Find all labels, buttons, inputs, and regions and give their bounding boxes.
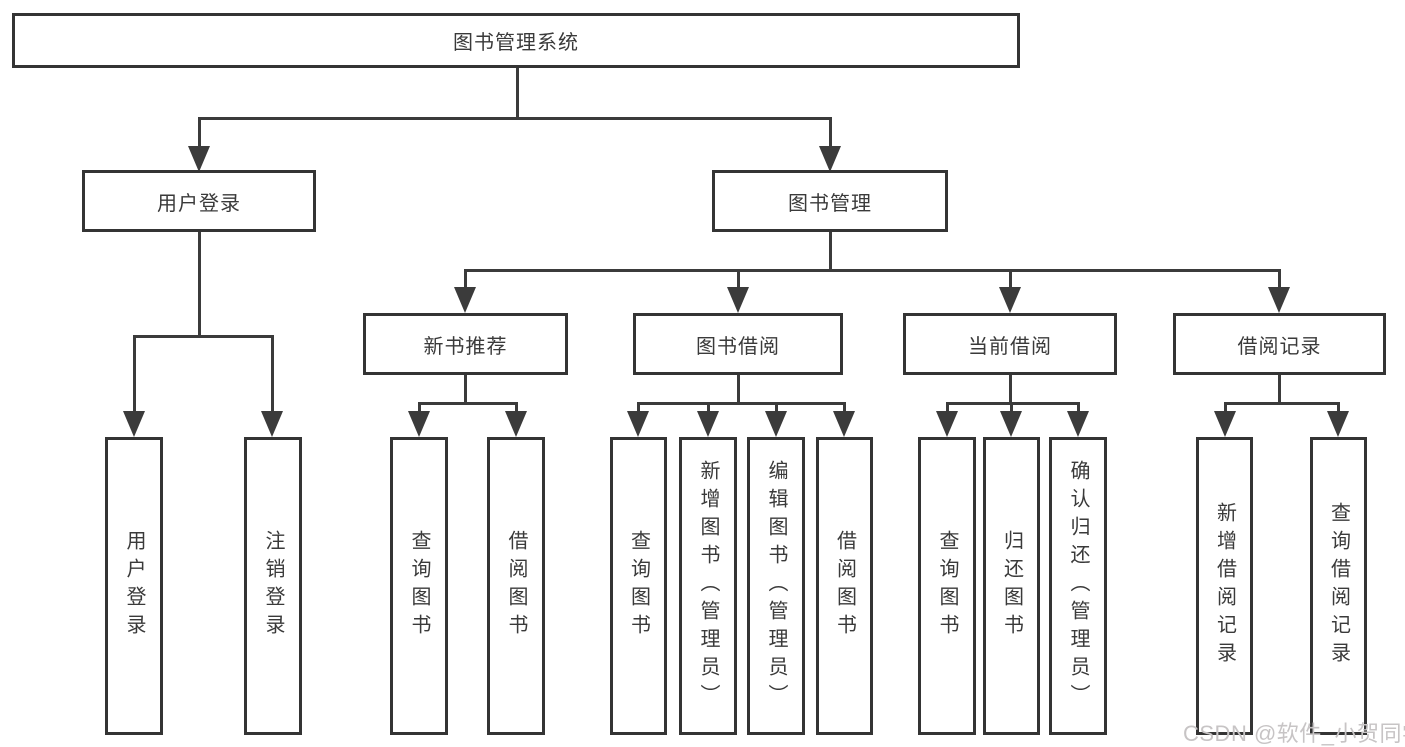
line-segment bbox=[637, 402, 640, 414]
node-current-borrowing-label: 当前借阅 bbox=[968, 335, 1052, 358]
arrow-down-icon bbox=[1268, 287, 1290, 313]
line-segment bbox=[1278, 375, 1281, 405]
leaf-recommend-borrow-book: 借阅图书 bbox=[487, 437, 545, 735]
line-segment bbox=[418, 402, 517, 405]
leaf-record-add-record: 新增借阅记录 bbox=[1196, 437, 1253, 735]
line-segment bbox=[1077, 402, 1080, 414]
line-segment bbox=[829, 117, 832, 149]
line-segment bbox=[775, 402, 778, 414]
node-borrowing-records-label: 借阅记录 bbox=[1237, 335, 1322, 358]
line-segment bbox=[1009, 375, 1012, 405]
node-new-book-recommendation-label: 新书推荐 bbox=[423, 335, 508, 358]
node-borrowing-records: 借阅记录 bbox=[1173, 313, 1386, 375]
line-segment bbox=[737, 375, 740, 405]
leaf-current-confirm-return-admin-label: 确认归还（管理员） bbox=[1067, 460, 1089, 712]
leaf-borrow-edit-book-admin: 编辑图书（管理员） bbox=[747, 437, 805, 735]
leaf-recommend-borrow-book-label: 借阅图书 bbox=[505, 530, 527, 642]
leaf-record-query-record: 查询借阅记录 bbox=[1310, 437, 1367, 735]
line-segment bbox=[198, 117, 832, 120]
line-segment bbox=[843, 402, 846, 414]
line-segment bbox=[418, 402, 421, 414]
arrow-down-icon bbox=[408, 411, 430, 437]
line-segment bbox=[1224, 402, 1339, 405]
leaf-current-query-book-label: 查询图书 bbox=[936, 530, 958, 642]
line-segment bbox=[1337, 402, 1340, 414]
arrow-down-icon bbox=[261, 411, 283, 437]
leaf-borrow-query-book-label: 查询图书 bbox=[627, 530, 650, 642]
line-segment bbox=[198, 117, 201, 149]
leaf-recommend-query-book-label: 查询图书 bbox=[408, 530, 430, 642]
arrow-down-icon bbox=[627, 411, 649, 437]
node-book-borrowing: 图书借阅 bbox=[633, 313, 843, 375]
leaf-current-query-book: 查询图书 bbox=[918, 437, 976, 735]
leaf-borrow-query-book: 查询图书 bbox=[610, 437, 667, 735]
line-segment bbox=[133, 335, 136, 414]
line-segment bbox=[737, 269, 740, 291]
node-current-borrowing: 当前借阅 bbox=[903, 313, 1117, 375]
arrow-down-icon bbox=[765, 411, 787, 437]
line-segment bbox=[464, 269, 1281, 272]
arrow-down-icon bbox=[1000, 411, 1022, 437]
leaf-borrow-add-book-admin-label: 新增图书（管理员） bbox=[697, 460, 719, 712]
leaf-user-login: 用户登录 bbox=[105, 437, 163, 735]
arrow-down-icon bbox=[1327, 411, 1349, 437]
leaf-borrow-borrow-book-label: 借阅图书 bbox=[833, 530, 856, 642]
arrow-down-icon bbox=[1214, 411, 1236, 437]
arrow-down-icon bbox=[727, 287, 749, 313]
line-segment bbox=[946, 402, 949, 414]
leaf-current-return-book: 归还图书 bbox=[983, 437, 1040, 735]
arrow-down-icon bbox=[1067, 411, 1089, 437]
leaf-logout-label: 注销登录 bbox=[262, 530, 284, 642]
leaf-user-login-label: 用户登录 bbox=[123, 530, 145, 642]
line-segment bbox=[464, 269, 467, 291]
arrow-down-icon bbox=[999, 287, 1021, 313]
arrow-down-icon bbox=[454, 287, 476, 313]
line-segment bbox=[198, 232, 201, 338]
csdn-watermark: CSDN @软件_小贺同学 bbox=[1183, 721, 1405, 746]
leaf-record-add-record-label: 新增借阅记录 bbox=[1213, 502, 1236, 670]
node-book-management-label: 图书管理 bbox=[788, 192, 872, 215]
line-segment bbox=[637, 402, 846, 405]
arrow-down-icon bbox=[833, 411, 855, 437]
line-segment bbox=[271, 335, 274, 414]
node-library-system-label: 图书管理系统 bbox=[453, 32, 579, 54]
leaf-current-return-book-label: 归还图书 bbox=[1000, 530, 1023, 642]
line-segment bbox=[464, 375, 467, 405]
leaf-record-query-record-label: 查询借阅记录 bbox=[1327, 502, 1350, 670]
arrow-down-icon bbox=[936, 411, 958, 437]
leaf-borrow-borrow-book: 借阅图书 bbox=[816, 437, 873, 735]
leaf-recommend-query-book: 查询图书 bbox=[390, 437, 448, 735]
line-segment bbox=[1224, 402, 1227, 414]
leaf-borrow-add-book-admin: 新增图书（管理员） bbox=[679, 437, 737, 735]
leaf-logout: 注销登录 bbox=[244, 437, 302, 735]
node-user-login-label: 用户登录 bbox=[157, 192, 241, 215]
node-library-system: 图书管理系统 bbox=[12, 13, 1020, 68]
line-segment bbox=[1278, 269, 1281, 291]
arrow-down-icon bbox=[819, 146, 841, 172]
line-segment bbox=[515, 402, 518, 414]
node-user-login: 用户登录 bbox=[82, 170, 316, 232]
node-new-book-recommendation: 新书推荐 bbox=[363, 313, 568, 375]
arrow-down-icon bbox=[697, 411, 719, 437]
node-book-borrowing-label: 图书借阅 bbox=[696, 335, 780, 358]
line-segment bbox=[516, 68, 519, 119]
leaf-current-confirm-return-admin: 确认归还（管理员） bbox=[1049, 437, 1107, 735]
node-book-management: 图书管理 bbox=[712, 170, 948, 232]
leaf-borrow-edit-book-admin-label: 编辑图书（管理员） bbox=[765, 460, 787, 712]
arrow-down-icon bbox=[123, 411, 145, 437]
line-segment bbox=[1009, 269, 1012, 291]
line-segment bbox=[829, 232, 832, 272]
arrow-down-icon bbox=[188, 146, 210, 172]
line-segment bbox=[707, 402, 710, 414]
line-segment bbox=[133, 335, 274, 338]
arrow-down-icon bbox=[505, 411, 527, 437]
line-segment bbox=[1010, 402, 1013, 414]
